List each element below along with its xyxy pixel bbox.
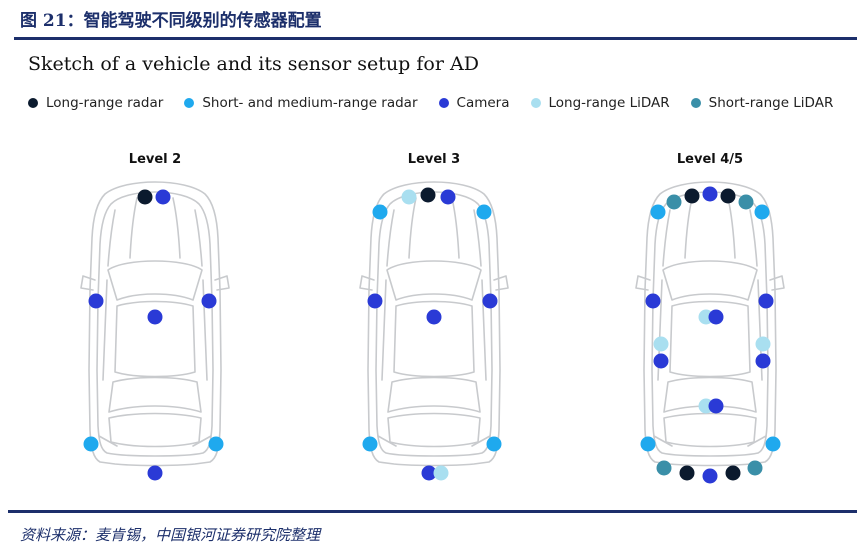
camera-marker <box>155 189 171 205</box>
camera-marker <box>653 353 669 369</box>
level-4-5-label: Level 4/5 <box>677 152 743 167</box>
level-4-5-car-outline <box>635 181 785 467</box>
camera-marker <box>88 293 104 309</box>
short-medium-radar-marker <box>486 436 502 452</box>
short-medium-radar-marker <box>650 204 666 220</box>
camera-marker <box>201 293 217 309</box>
long-range-lidar-marker <box>755 336 771 352</box>
long-range-radar-marker <box>137 189 153 205</box>
camera-marker <box>482 293 498 309</box>
long-range-radar-marker <box>720 188 736 204</box>
camera-marker <box>367 293 383 309</box>
level-4-5-sensors <box>640 186 781 484</box>
camera-marker <box>645 293 661 309</box>
short-medium-radar-marker <box>640 436 656 452</box>
long-range-lidar-swatch <box>530 98 541 108</box>
camera-marker <box>708 309 724 325</box>
short-medium-radar-marker <box>765 436 781 452</box>
level-2-sensors <box>83 189 224 481</box>
short-range-lidar-swatch <box>690 98 701 108</box>
short-medium-radar-marker <box>372 204 388 220</box>
legend-label: Short- and medium-range radar <box>202 95 418 111</box>
vehicle-sensor-diagram: Level 2 Level 3 Level 4/5 <box>80 152 785 484</box>
legend-label: Camera <box>456 95 510 111</box>
short-medium-radar-marker <box>362 436 378 452</box>
short-medium-radar-marker <box>208 436 224 452</box>
camera-marker <box>702 186 718 202</box>
level-3-label: Level 3 <box>408 152 460 167</box>
legend-item-short-medium-radar: Short- and medium-range radar <box>184 95 418 111</box>
short-medium-radar-marker <box>476 204 492 220</box>
long-range-radar-marker <box>679 465 695 481</box>
long-range-lidar-marker <box>401 189 417 205</box>
short-range-lidar-marker <box>666 194 682 210</box>
long-range-radar-marker <box>684 188 700 204</box>
legend-item-short-range-lidar: Short-range LiDAR <box>690 95 834 111</box>
camera-marker <box>147 309 163 325</box>
short-range-lidar-marker <box>656 460 672 476</box>
legend-item-long-range-lidar: Long-range LiDAR <box>530 95 670 111</box>
long-range-radar-marker <box>420 187 436 203</box>
camera-swatch <box>438 98 449 108</box>
legend-label: Long-range LiDAR <box>548 95 670 111</box>
camera-marker <box>440 189 456 205</box>
figure-title: 图 21：智能驾驶不同级别的传感器配置 <box>20 11 322 31</box>
diagram-subtitle: Sketch of a vehicle and its sensor setup… <box>28 53 479 75</box>
camera-marker <box>147 465 163 481</box>
long-range-lidar-marker <box>433 465 449 481</box>
short-range-lidar-marker <box>747 460 763 476</box>
top-divider <box>14 37 857 40</box>
bottom-divider <box>8 510 857 513</box>
long-range-radar-marker <box>725 465 741 481</box>
legend-label: Long-range radar <box>46 95 164 111</box>
camera-marker <box>708 398 724 414</box>
legend-item-long-range-radar: Long-range radar <box>28 95 163 111</box>
short-medium-radar-marker <box>754 204 770 220</box>
legend-item-camera: Camera <box>438 95 510 111</box>
camera-marker <box>421 465 437 481</box>
level-3-sensors <box>362 187 502 481</box>
long-range-radar-swatch <box>28 98 38 108</box>
camera-marker <box>702 468 718 484</box>
short-medium-radar-swatch <box>184 98 195 108</box>
long-range-lidar-marker <box>653 336 669 352</box>
camera-marker <box>758 293 774 309</box>
legend-label: Short-range LiDAR <box>708 95 834 111</box>
source-note: 资料来源：麦肯锡，中国银河证券研究院整理 <box>20 526 321 544</box>
short-range-lidar-marker <box>738 194 754 210</box>
level-2-label: Level 2 <box>129 152 181 167</box>
legend: Long-range radar Short- and medium-range… <box>28 95 833 111</box>
camera-marker <box>755 353 771 369</box>
camera-marker <box>426 309 442 325</box>
short-medium-radar-marker <box>83 436 99 452</box>
